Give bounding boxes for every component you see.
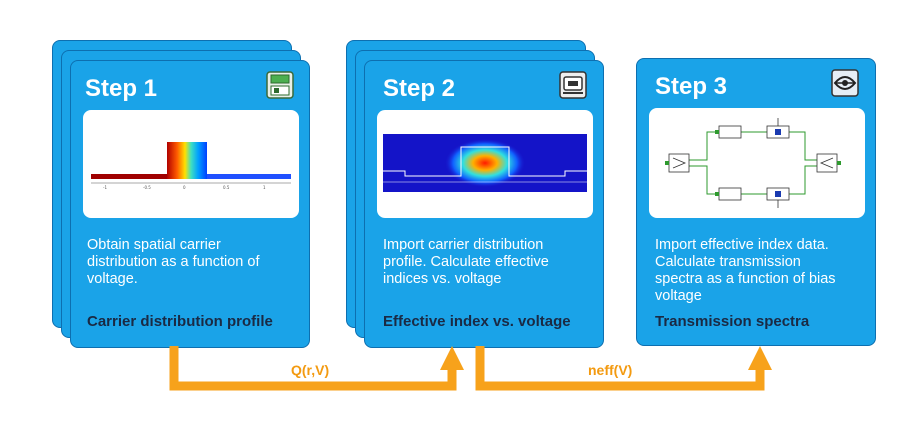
step1-result: Carrier distribution profile bbox=[87, 313, 273, 330]
flow-arrow-2-head bbox=[748, 346, 772, 370]
flow-label-1: Q(r,V) bbox=[291, 362, 330, 378]
effective-index-plot bbox=[377, 110, 593, 218]
step2-result: Effective index vs. voltage bbox=[383, 313, 571, 330]
flow-arrow-1-head bbox=[440, 346, 464, 370]
step1-description: Obtain spatial carrier distribution as a… bbox=[87, 237, 260, 287]
svg-text:-0.5: -0.5 bbox=[143, 185, 151, 190]
svg-text:0: 0 bbox=[183, 185, 186, 190]
svg-text:1: 1 bbox=[263, 185, 266, 190]
mode-solver-icon bbox=[559, 71, 587, 104]
step2-title: Step 2 bbox=[383, 75, 456, 102]
step1-title: Step 1 bbox=[85, 75, 158, 102]
transmission-circuit-diagram bbox=[649, 108, 865, 218]
flow-label-2: neff(V) bbox=[588, 362, 633, 378]
charge-solver-icon bbox=[266, 71, 294, 104]
step2-card: Step 2 Import carrier d bbox=[364, 60, 604, 348]
interconnect-icon bbox=[831, 69, 859, 102]
step2-description: Import carrier distribution profile. Cal… bbox=[383, 237, 549, 287]
step1-card: Step 1 bbox=[70, 60, 310, 348]
step3-title: Step 3 bbox=[655, 73, 728, 100]
svg-text:-1: -1 bbox=[103, 185, 107, 190]
svg-text:0.5: 0.5 bbox=[223, 185, 230, 190]
step3-description: Import effective index data. Calculate t… bbox=[655, 237, 836, 304]
step3-result: Transmission spectra bbox=[655, 313, 810, 330]
step3-card: Step 3 bbox=[636, 58, 876, 346]
carrier-distribution-plot: -1 -0.5 0 0.5 1 bbox=[83, 110, 299, 218]
